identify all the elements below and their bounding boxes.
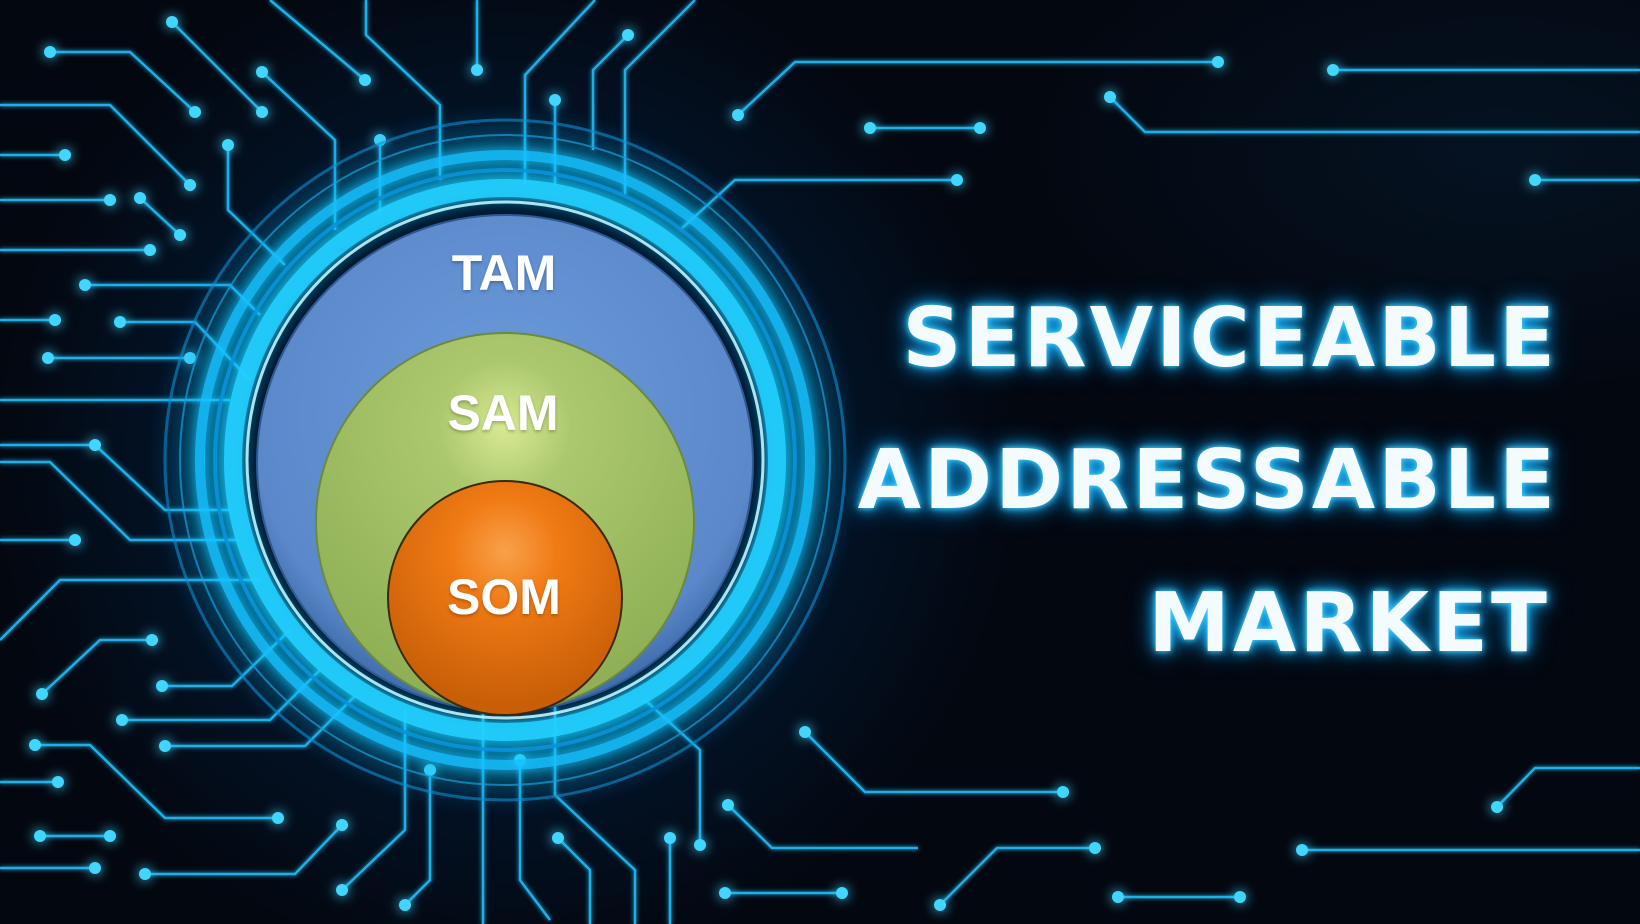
sam-label: SAM: [447, 385, 559, 441]
headline-line-2: ADDRESSABLE: [857, 433, 1558, 528]
som-label: SOM: [447, 569, 561, 625]
som-circle: [387, 480, 623, 716]
tam-label: TAM: [451, 245, 557, 301]
headline-line-3: MARKET: [1148, 576, 1550, 671]
headline-line-1: SERVICEABLE: [902, 291, 1558, 386]
circuit-nodes: [29, 16, 1541, 911]
